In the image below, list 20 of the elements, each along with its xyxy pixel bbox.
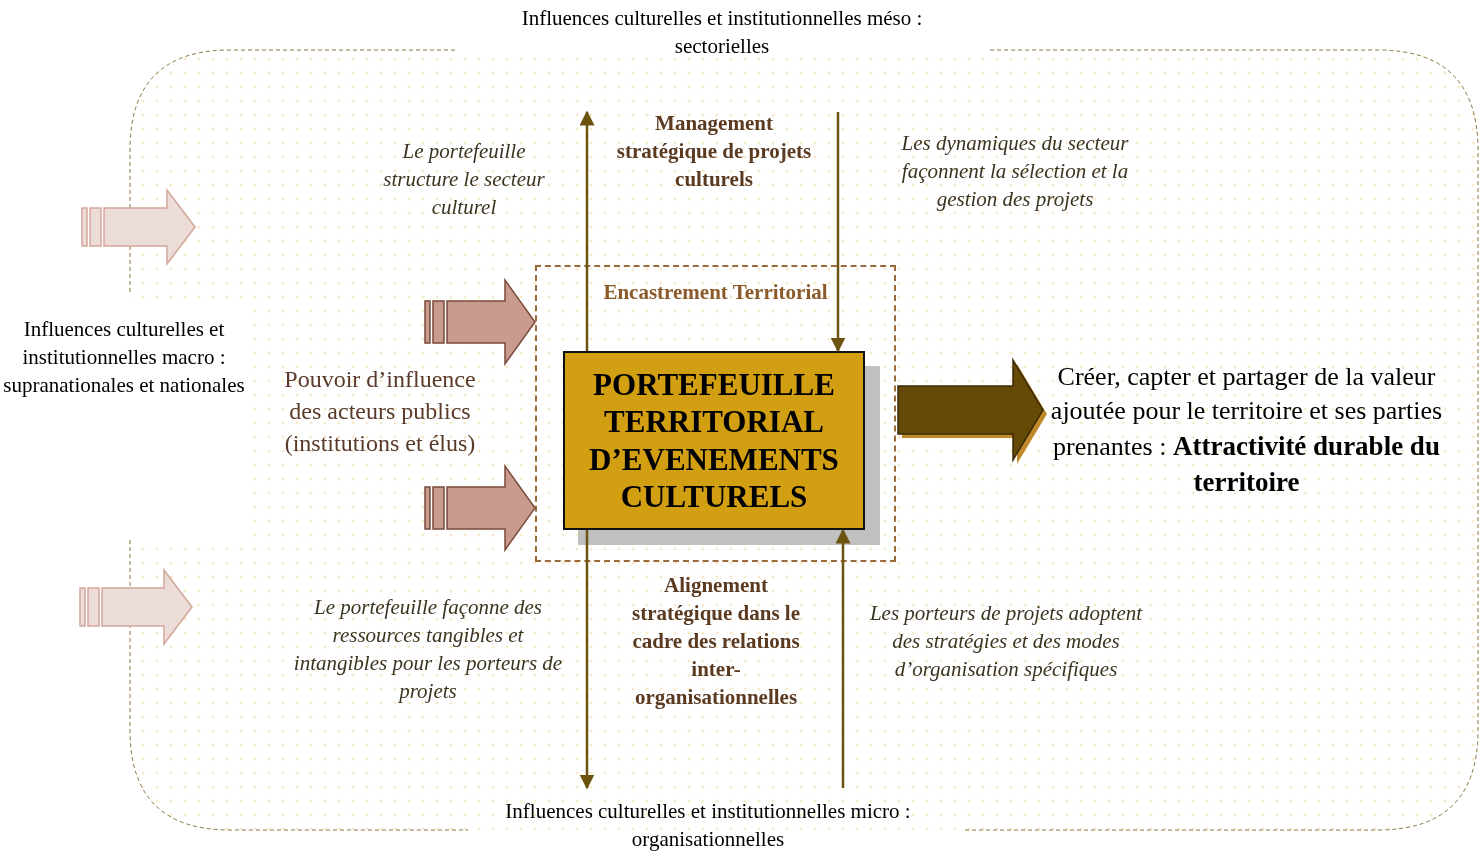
influence-text: Pouvoir d’influence des acteurs publics (institutions et élus) [283,365,477,458]
block-arrow [897,357,1047,464]
annotation-text: Le portefeuille structure le secteur culturel [382,138,546,221]
annotation-text: Les porteurs de projets adoptent des stratégies et des modes d’organisation spécifiques [868,600,1144,683]
node-label: Influences culturelles et institutionnelles micro : organisationnelles [504,798,912,853]
block-arrow [424,463,536,553]
arrow [579,110,595,351]
block-arrow [424,277,536,367]
arrow [835,528,851,788]
zone-label: Influences culturelles et institutionnelles méso : sectorielles [520,5,924,60]
dashed-frame [535,265,896,562]
annotation-text: Les dynamiques du secteur façonnent la sélection et la gestion des projets [900,130,1130,213]
arrow [579,530,595,790]
axis-label: Alignement stratégique dans le cadre des relations inter-organisationnelles [631,572,801,711]
node-label: PORTEFEUILLE TERRITORIAL D’EVENEMENTS CULTURELS [588,366,840,515]
frame-title: Encastrement Territorial [603,279,828,306]
annotation-text: Le portefeuille façonne des ressources tangibles et intangibles pour les porteurs de projets [292,594,564,705]
arrow [830,112,846,353]
node-label: Créer, capter et partager de la valeur ajoutée pour le territoire et ses parties prenantes : Attractivité durable du territoire [1049,360,1444,499]
axis-label: Management stratégique de projets culturels [615,110,813,193]
